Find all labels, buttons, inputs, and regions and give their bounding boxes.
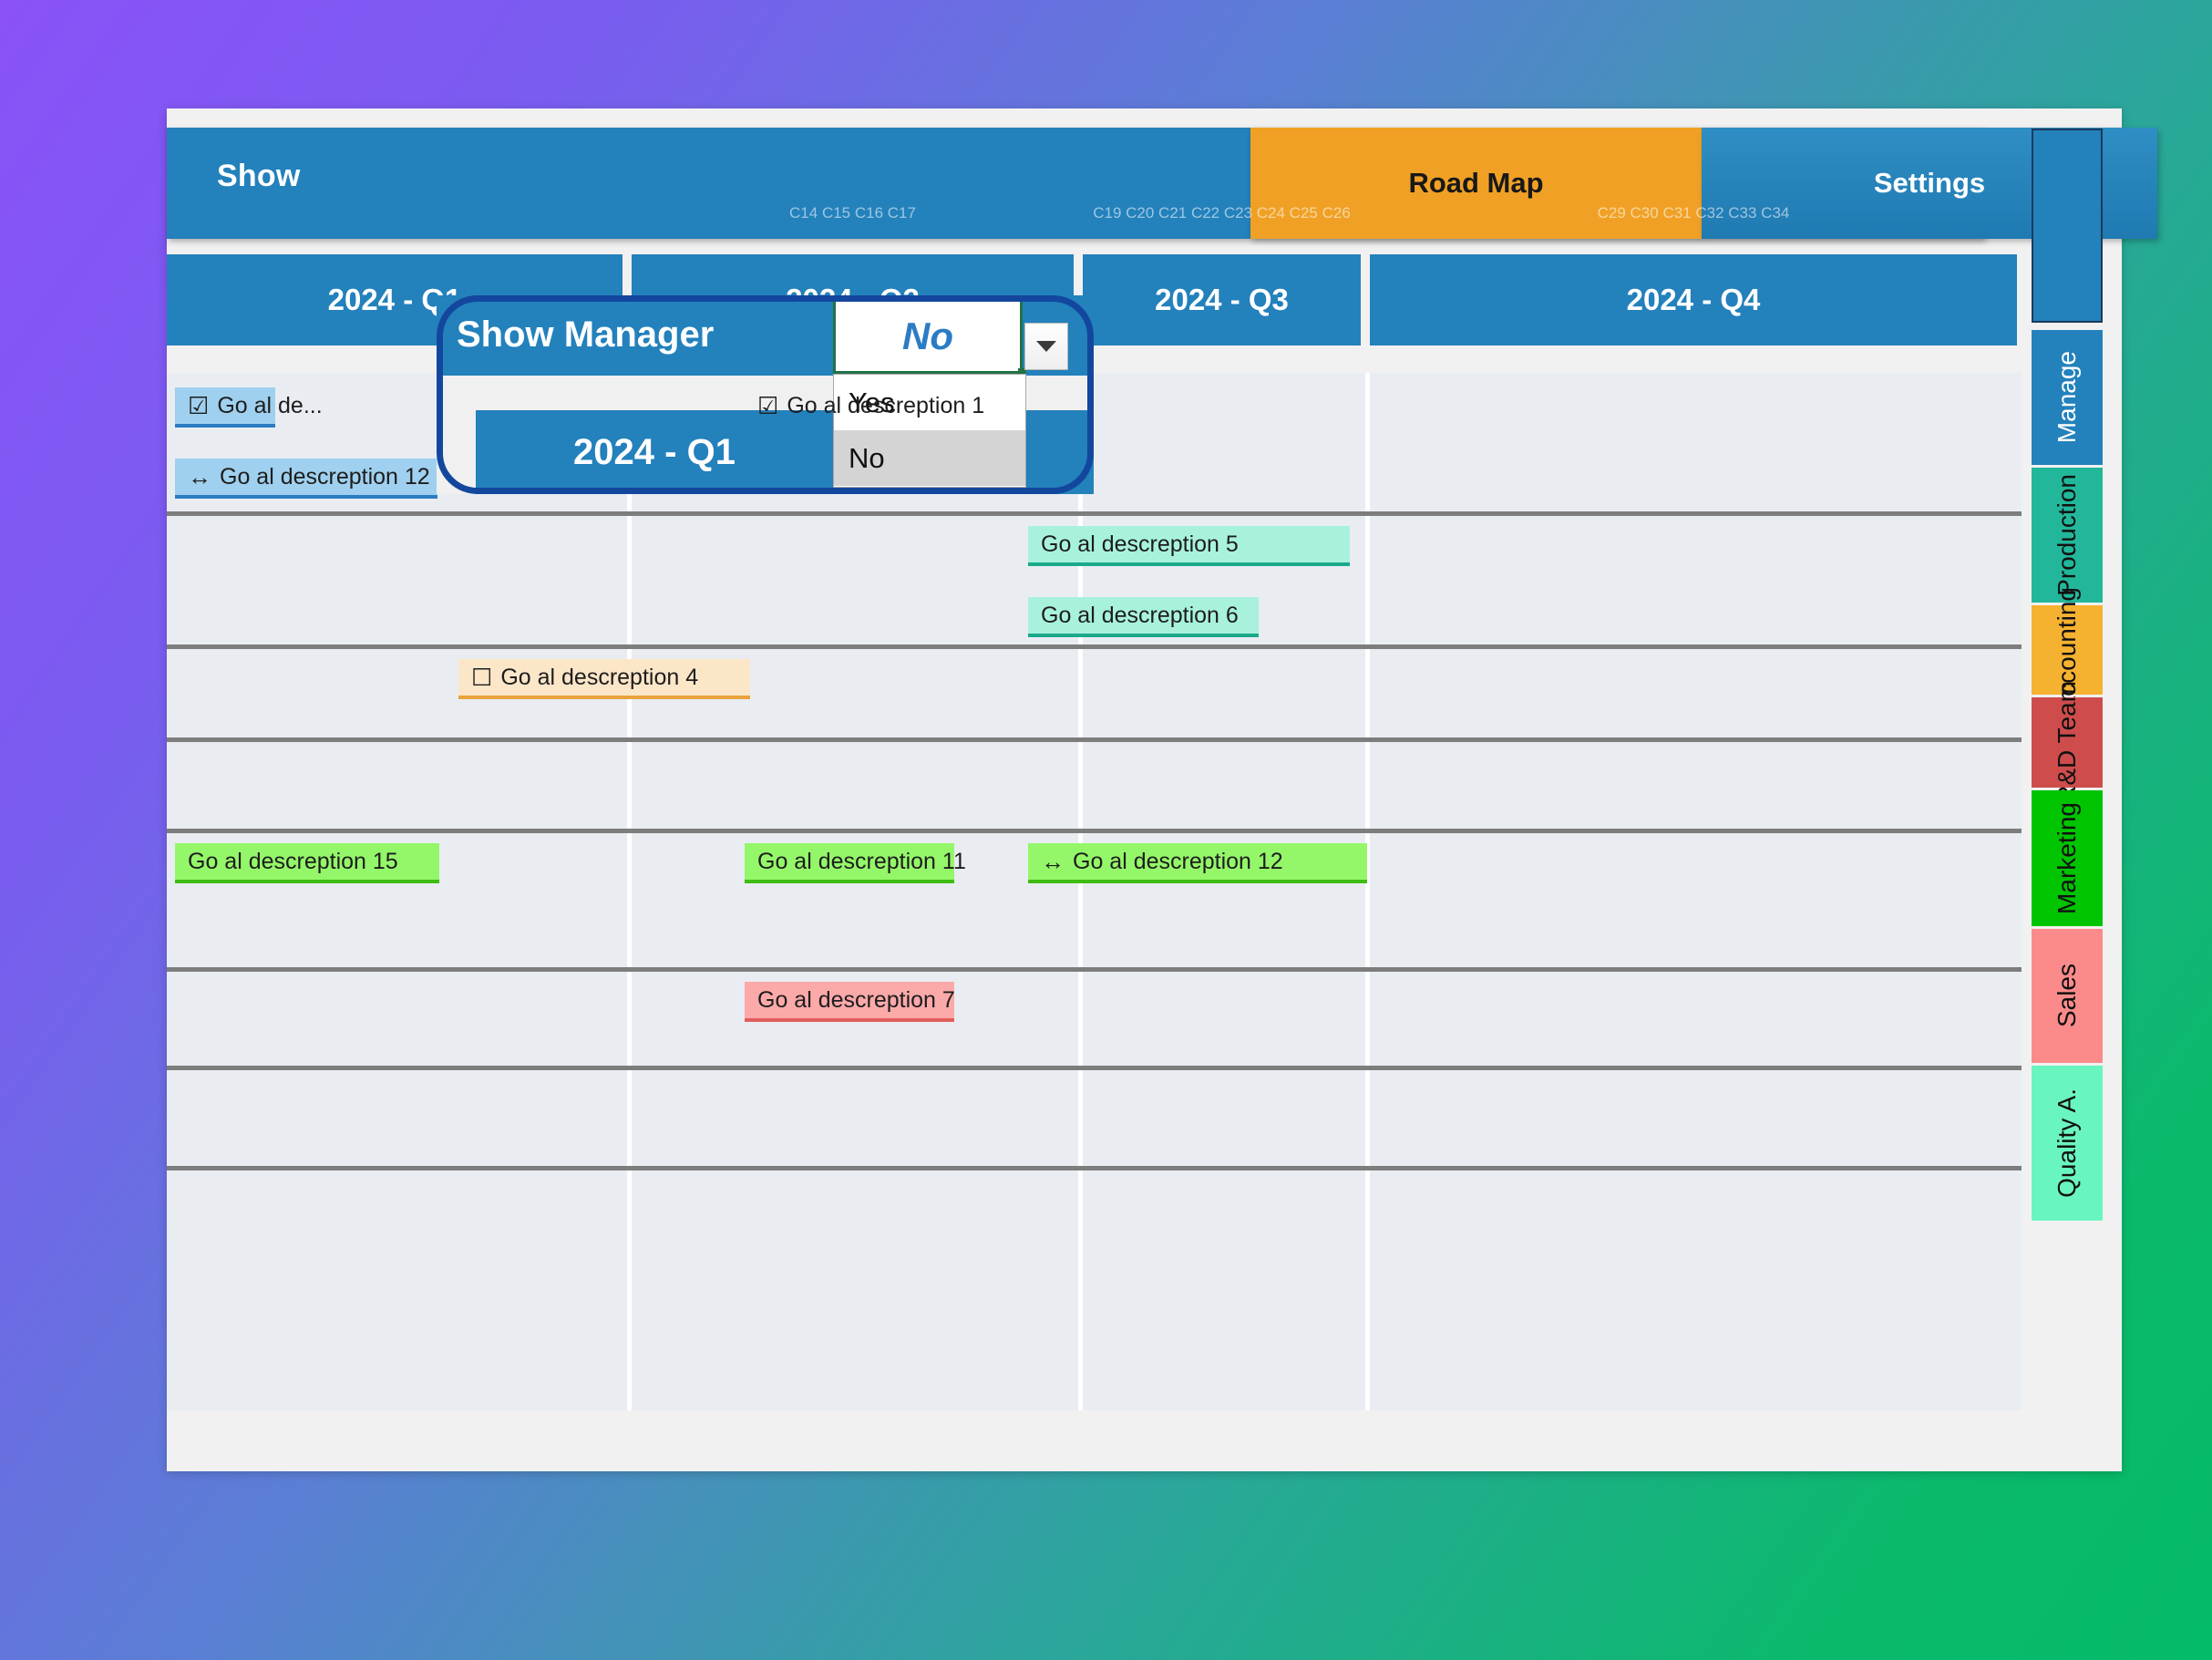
show-manager-select[interactable]: No (833, 298, 1023, 374)
day-labels-q3: C19 C20 C21 C22 C23 C24 C25 C26 (1093, 204, 1351, 222)
department-header-blank[interactable] (2032, 129, 2103, 323)
task-bar-fill (745, 843, 954, 883)
grid-row-divider (167, 829, 2022, 833)
task-bar-fill (175, 387, 275, 428)
callout-outline (437, 295, 1094, 494)
task-bar-label: Go al descreption 1 (787, 392, 985, 418)
task-bar-fill (458, 659, 750, 699)
quarter-header-4: 2024 - Q4 (1370, 254, 2017, 345)
day-labels-q4: C29 C30 C31 C32 C33 C34 (1597, 204, 1790, 222)
task-bar[interactable]: Go al descreption 15 (175, 843, 439, 883)
roadmap-grid: ☑ Go al de... ↔ Go al descreption 12 ☑ Go al … (167, 373, 2022, 1410)
task-bar[interactable]: Go al descreption 5 (1028, 526, 1350, 566)
task-bar-fill (745, 982, 954, 1022)
task-bar[interactable]: ☑ Go al de... (175, 387, 323, 428)
callout-gap-strip (437, 376, 833, 410)
day-labels-q2: C14 C15 C16 C17 (789, 204, 916, 222)
top-tab-strip: Show Road Map Settings (167, 128, 2157, 239)
department-band-sales[interactable]: Sales (2032, 929, 2103, 1063)
show-manager-value: No (902, 314, 953, 357)
task-bar-label: Go al descreption 7 (757, 986, 955, 1013)
task-bar-label: Go al descreption 6 (1041, 602, 1239, 628)
double-arrow-icon: ↔ (188, 462, 211, 490)
task-bar-fill (1028, 526, 1350, 566)
department-label: Manage (2053, 351, 2081, 444)
department-label: Sales (2053, 964, 2081, 1028)
task-bar[interactable]: Go al descreption 7 (745, 982, 955, 1022)
grid-column-divider (627, 373, 632, 1410)
option-no[interactable]: No (834, 430, 1025, 486)
double-arrow-icon: ↔ (1041, 847, 1065, 875)
task-bar-label: Go al descreption 4 (500, 664, 699, 690)
grid-row-divider (167, 1066, 2022, 1070)
show-manager-option-list[interactable]: Yes No (833, 374, 1026, 488)
task-bar[interactable]: ☐ Go al descreption 4 (458, 659, 750, 699)
task-bar[interactable]: ↔ Go al descreption 12 (1028, 843, 1367, 883)
department-label: Marketing (2053, 802, 2081, 914)
show-manager-label: Show Manager (457, 314, 715, 355)
grid-column-divider (1365, 373, 1370, 1410)
task-bar-fill (175, 459, 437, 499)
department-band-r-d-team[interactable]: R&D Team (2032, 681, 2103, 804)
tab-road-map[interactable]: Road Map (1250, 128, 1702, 239)
task-bar-label: Go al descreption 15 (188, 848, 398, 874)
checkbox-unchecked-icon[interactable]: ☐ (471, 663, 493, 691)
task-bar-label: Go al descreption 12 (1073, 848, 1283, 874)
grid-row-divider (167, 511, 2022, 516)
cell-fill-handle[interactable] (1018, 368, 1026, 376)
callout-title-bar (437, 295, 833, 376)
quarter-header-3: 2024 - Q3 (1083, 254, 1361, 345)
department-band-accounting[interactable]: Accounting (2032, 587, 2103, 713)
department-band-manage[interactable]: Manage (2032, 330, 2103, 465)
department-label: Quality A. (2053, 1088, 2081, 1198)
department-band-quality-a[interactable]: Quality A. (2032, 1066, 2103, 1221)
callout-quarter-behind: 2024 - Q1 (476, 410, 833, 494)
task-bar[interactable]: ↔ Go al descreption 12 (175, 459, 437, 499)
grid-row-divider (167, 644, 2022, 649)
checkbox-checked-icon[interactable]: ☑ (188, 391, 210, 419)
grid-row-divider (167, 967, 2022, 972)
task-bar-fill (1028, 597, 1259, 637)
department-label: R&D Team (2053, 681, 2081, 804)
department-label: Production (2053, 474, 2081, 596)
show-manager-title-behind: Show (217, 159, 301, 193)
task-bar-fill (175, 843, 439, 883)
department-band-production[interactable]: Production (2032, 468, 2103, 603)
task-bar[interactable]: Go al descreption 6 (1028, 597, 1259, 637)
grid-row-divider (167, 737, 2022, 742)
grid-row-divider (167, 1166, 2022, 1170)
task-bar[interactable]: Go al descreption 11 (745, 843, 966, 883)
grid-column-divider (1078, 373, 1083, 1410)
checkbox-checked-icon[interactable]: ☑ (757, 391, 779, 419)
option-yes[interactable]: Yes (849, 386, 895, 418)
day-labels-q1 (167, 200, 622, 227)
task-bar-label: Go al descreption 12 (220, 463, 430, 490)
task-bar-label: Go al descreption 11 (757, 848, 966, 874)
task-bar-label: Go al descreption 5 (1041, 531, 1239, 557)
department-band-marketing[interactable]: Marketing (2032, 790, 2103, 926)
task-bar-label: Go al de... (217, 392, 323, 418)
timeline-day-strip: C14 C15 C16 C17 C19 C20 C21 C22 C23 C24 C… (167, 200, 2022, 227)
workbook-window: Show Road Map Settings 2024 - Q1 2024 - Q… (167, 108, 2157, 1471)
task-bar-fill (1028, 843, 1367, 883)
